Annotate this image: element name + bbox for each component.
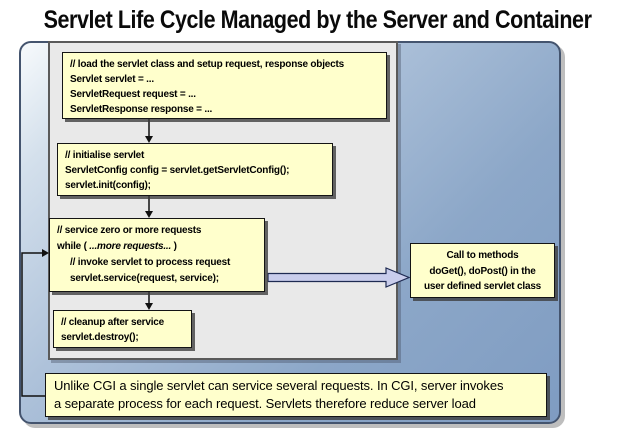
code-line: servlet.init(config); — [65, 180, 151, 191]
code-line: // service zero or more requests — [57, 225, 202, 236]
code-line: ServletRequest request = ... — [70, 89, 196, 100]
code-line: // cleanup after service — [61, 317, 165, 328]
note-line: Unlike CGI a single servlet can service … — [54, 378, 504, 393]
note-box-cgi-comparison: Unlike CGI a single servlet can service … — [45, 373, 547, 417]
code-line: ServletResponse response = ... — [70, 104, 213, 115]
code-line: while ( ...more requests... ) — [57, 239, 257, 255]
code-box-init: // initialise servlet ServletConfig conf… — [57, 143, 333, 196]
code-line: // initialise servlet — [65, 150, 145, 161]
code-line: // load the servlet class and setup requ… — [70, 59, 345, 70]
code-line: servlet.service(request, service); — [70, 273, 219, 284]
code-box-cleanup: // cleanup after service servlet.destroy… — [53, 310, 192, 348]
code-line: ServletConfig config = servlet.getServle… — [65, 165, 290, 176]
while-condition: ...more requests... — [89, 241, 172, 252]
slide-title-text: Servlet Life Cycle Managed by the Server… — [44, 5, 592, 34]
callout-line: Call to methods — [446, 250, 519, 261]
note-line: a separate process for each request. Ser… — [54, 396, 476, 411]
slide-title: Servlet Life Cycle Managed by the Server… — [0, 0, 636, 40]
callout-line: user defined servlet class — [423, 281, 542, 292]
callout-line: doGet(), doPost() in the — [429, 265, 536, 277]
code-box-load: // load the servlet class and setup requ… — [62, 52, 387, 119]
code-line: servlet.destroy(); — [61, 332, 139, 343]
while-prefix: while ( — [57, 241, 90, 252]
while-suffix: ) — [171, 241, 177, 252]
code-line: // invoke servlet to process request — [70, 257, 231, 268]
callout-box-doget-dopost: Call to methods doGet(), doPost() in the… — [410, 243, 555, 298]
code-line: Servlet servlet = ... — [70, 74, 154, 85]
code-box-service: // service zero or more requests while (… — [49, 218, 265, 292]
